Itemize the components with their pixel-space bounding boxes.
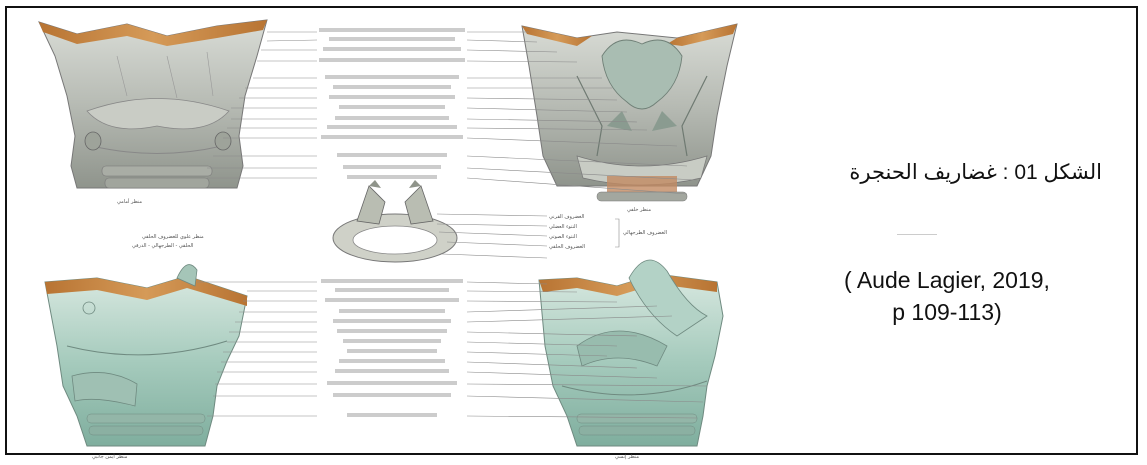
svg-text:منظر أيمن جانبي: منظر أيمن جانبي [92, 453, 128, 460]
larynx-back-view: منظر خلفي [522, 24, 737, 213]
svg-text:منظر علوي للغضروف الحلقي: منظر علوي للغضروف الحلقي [142, 234, 204, 240]
svg-text:النتوء العضلي: النتوء العضلي [549, 224, 577, 230]
figure-frame: منظر أمامي منظر خلفي [5, 6, 1138, 455]
larynx-front-view: منظر أمامي [39, 20, 267, 205]
leader-labels-bottom [321, 279, 463, 417]
citation-line-1: ( Aude Lagier, 2019, [797, 264, 1097, 296]
svg-text:منظر أمامي: منظر أمامي [117, 198, 142, 205]
figure-caption-title: الشكل 01 : غضاريف الحنجرة [827, 158, 1102, 188]
larynx-side-view: منظر أيمن جانبي [45, 265, 247, 460]
svg-text:منظر خلفي: منظر خلفي [627, 207, 651, 213]
svg-text:الغضروف الحلقي: الغضروف الحلقي [549, 244, 585, 250]
svg-text:منظر إنسي: منظر إنسي [615, 454, 639, 460]
larynx-cartilages-illustration: منظر أمامي منظر خلفي [17, 16, 769, 463]
svg-text:الغضروف القرني: الغضروف القرني [549, 214, 584, 220]
cricoid-arytenoid-view: منظر علوي للغضروف الحلقي الحلقي - الطرجه… [132, 180, 667, 262]
larynx-medial-view: منظر إنسي [539, 260, 723, 460]
figure-citation: ( Aude Lagier, 2019, p 109-113) [797, 264, 1097, 328]
svg-text:الغضروف الطرجهالي: الغضروف الطرجهالي [623, 230, 667, 236]
citation-line-2: p 109-113) [797, 296, 1097, 328]
caption-separator [897, 234, 937, 235]
leader-labels-top [319, 28, 465, 179]
svg-text:الحلقي - الطرجهالي - الدرقي: الحلقي - الطرجهالي - الدرقي [132, 243, 193, 249]
svg-text:النتوء الصوتي: النتوء الصوتي [549, 234, 577, 240]
